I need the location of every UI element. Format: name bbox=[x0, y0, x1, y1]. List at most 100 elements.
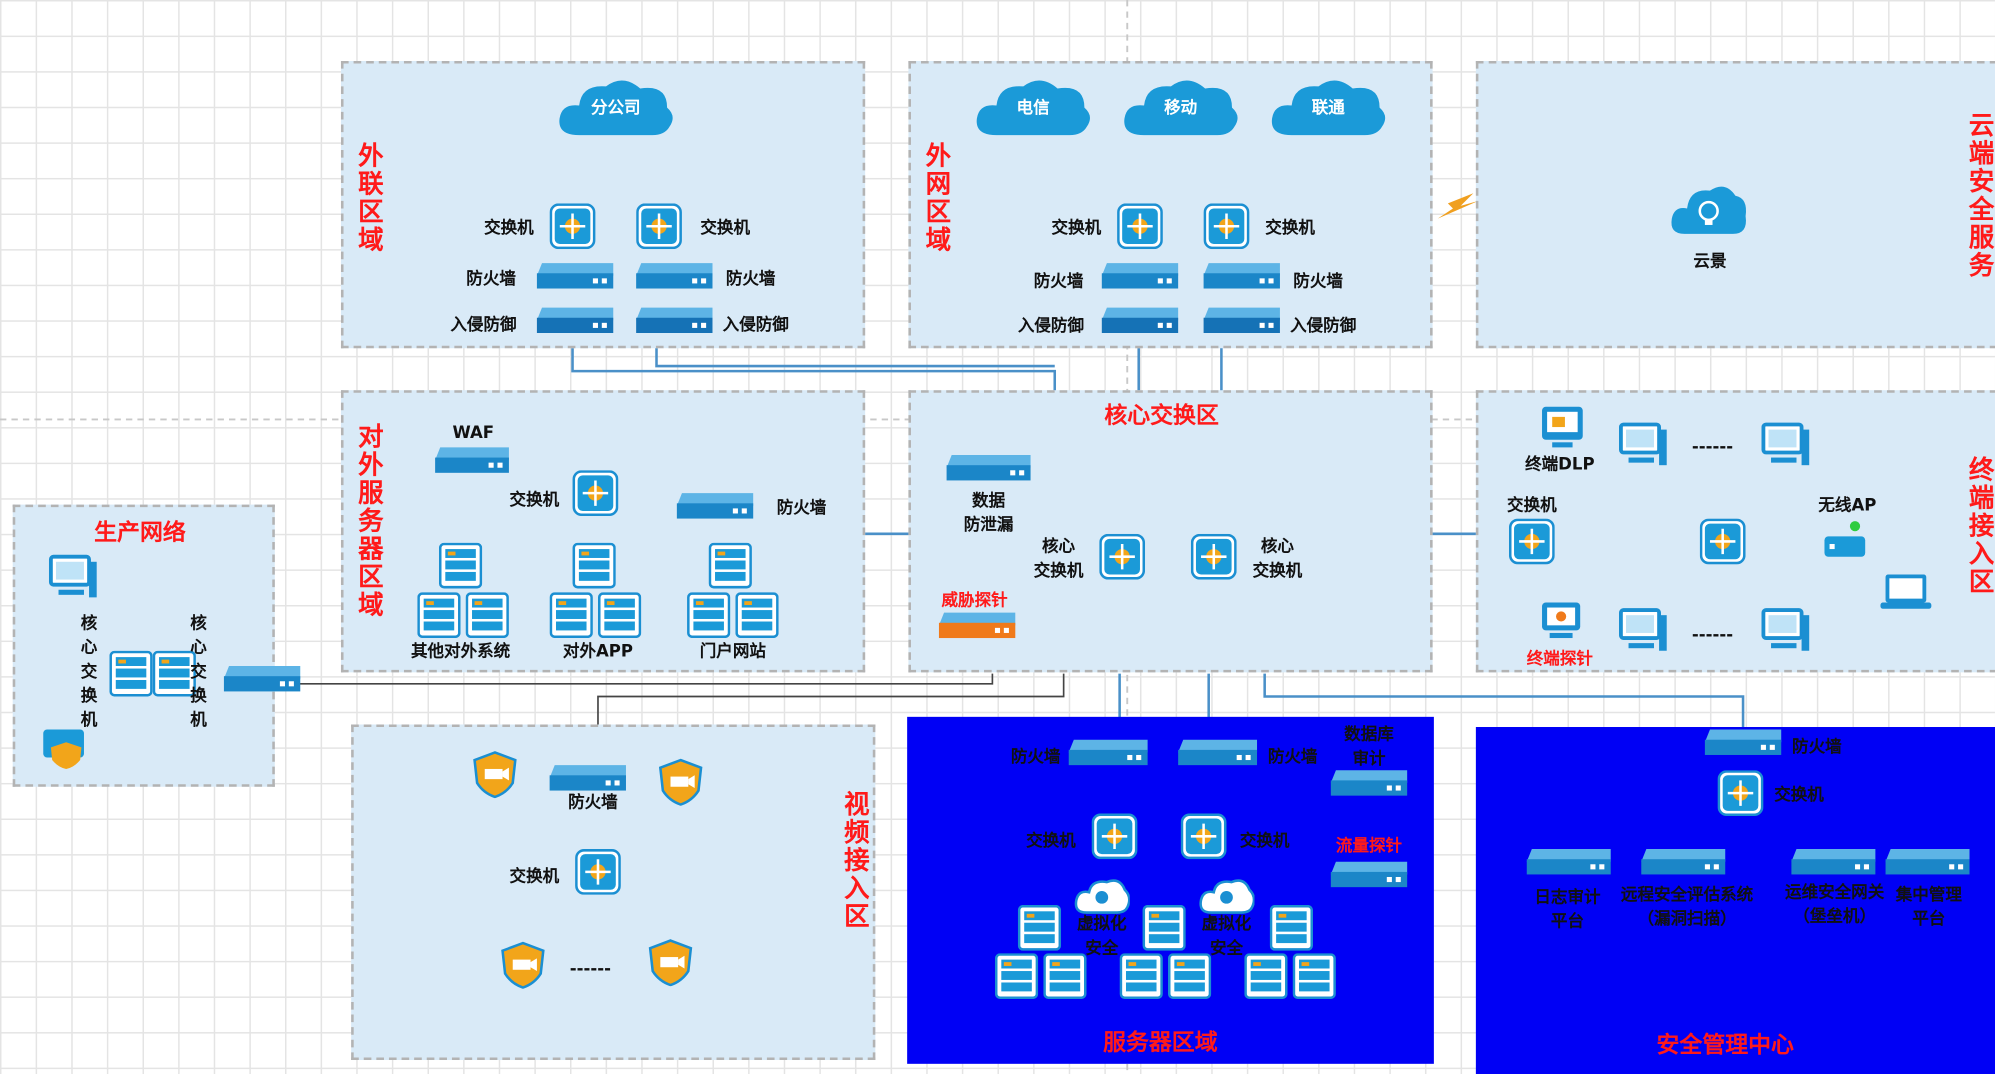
wireless-ap-icon bbox=[1822, 519, 1868, 565]
firewall-icon bbox=[936, 610, 1017, 646]
server-icon bbox=[1017, 904, 1062, 956]
server-icon bbox=[735, 592, 779, 643]
switch-icon bbox=[1190, 533, 1237, 585]
firewall-icon bbox=[1639, 846, 1728, 882]
switch-icon bbox=[1099, 533, 1146, 585]
device-label: 虚拟化 安全 bbox=[1076, 915, 1127, 959]
switch-icon bbox=[152, 650, 196, 702]
firewall-icon bbox=[547, 763, 628, 799]
cloud-label: 联通 bbox=[1311, 99, 1345, 119]
camera-shield-icon bbox=[499, 941, 547, 994]
lightning-icon bbox=[1437, 193, 1479, 219]
server-icon bbox=[438, 542, 483, 594]
firewall-icon bbox=[674, 491, 755, 527]
zone-title: 云端安全服务 bbox=[1964, 111, 1995, 280]
firewall-icon bbox=[1328, 859, 1409, 895]
virtualization-icon bbox=[1199, 877, 1256, 920]
server-icon bbox=[1167, 953, 1212, 1004]
device-label: 数据库 审计 bbox=[1344, 725, 1394, 769]
server-icon bbox=[687, 592, 731, 643]
device-label: 交换机 bbox=[1239, 831, 1290, 851]
cloud-label: 电信 bbox=[1016, 99, 1050, 119]
switch-icon bbox=[1508, 518, 1555, 570]
server-icon bbox=[1269, 904, 1314, 956]
terminal-probe-icon bbox=[1539, 600, 1582, 648]
camera-shield-icon bbox=[471, 750, 519, 803]
zone-title: 对外服务器区域 bbox=[353, 423, 385, 619]
device-label: ------ bbox=[569, 960, 611, 980]
cloud-label: 分公司 bbox=[590, 99, 641, 119]
firewall-icon bbox=[1883, 846, 1972, 882]
device-label: 交换机 bbox=[484, 219, 534, 239]
switch-icon bbox=[1117, 203, 1163, 254]
switch-icon bbox=[109, 650, 153, 702]
firewall-icon bbox=[534, 305, 615, 341]
server-icon bbox=[1043, 953, 1087, 1004]
switch-icon bbox=[549, 203, 596, 254]
device-label: 交换机 bbox=[1026, 831, 1076, 851]
switch-icon bbox=[572, 470, 619, 521]
firewall-icon bbox=[1099, 305, 1180, 341]
device-label: 防火墙 bbox=[1267, 747, 1318, 768]
device-label: 数据 防泄漏 bbox=[963, 491, 1014, 536]
device-label: 防火墙 bbox=[1010, 747, 1061, 768]
switch-icon bbox=[575, 849, 621, 900]
device-label: WAF bbox=[452, 423, 495, 443]
zone-title: 外联区域 bbox=[353, 142, 385, 255]
camera-shield-icon bbox=[657, 758, 705, 811]
device-label: 交换机 bbox=[1507, 496, 1557, 516]
cloud-branch: 分公司 bbox=[555, 74, 677, 138]
device-label: 防火墙 bbox=[725, 270, 776, 290]
device-label: 防火墙 bbox=[1033, 272, 1084, 292]
firewall-icon bbox=[1176, 737, 1260, 773]
device-label: 日志审计 平台 bbox=[1534, 888, 1601, 932]
switch-icon bbox=[636, 203, 682, 254]
server-icon bbox=[549, 592, 593, 643]
switch-icon bbox=[1180, 813, 1227, 864]
cloud-bulb-icon bbox=[1669, 178, 1748, 242]
zone-title: 服务器区域 bbox=[1103, 1029, 1218, 1057]
firewall-icon bbox=[534, 261, 615, 297]
zone-title: 终端接入区 bbox=[1964, 456, 1995, 597]
device-label: 防火墙 bbox=[1792, 737, 1842, 757]
device-label: 入侵防御 bbox=[722, 315, 789, 335]
firewall-icon bbox=[1789, 846, 1878, 882]
switch-icon bbox=[1717, 770, 1764, 821]
firewall-icon bbox=[944, 452, 1033, 488]
server-icon bbox=[1142, 904, 1186, 956]
zone-title: 视频接入区 bbox=[839, 790, 871, 931]
device-label: 防火墙 bbox=[568, 793, 618, 813]
device-label: 流量探针 bbox=[1335, 836, 1403, 857]
server-icon bbox=[994, 953, 1039, 1004]
device-label: 无线AP bbox=[1818, 496, 1877, 516]
device-label: 入侵防御 bbox=[450, 315, 517, 335]
firewall-icon bbox=[1099, 261, 1180, 297]
cloud-unicom: 联通 bbox=[1267, 74, 1389, 138]
device-label: 集中管理 平台 bbox=[1895, 885, 1962, 930]
computer-icon bbox=[48, 554, 99, 605]
cloud-label: 移动 bbox=[1164, 99, 1198, 119]
device-label: ------ bbox=[1691, 437, 1734, 457]
computer-icon bbox=[1761, 608, 1812, 659]
firewall-icon bbox=[634, 261, 715, 297]
camera-shield-icon bbox=[646, 938, 694, 991]
device-label: 交换机 bbox=[509, 867, 560, 887]
device-label: 交换机 bbox=[700, 219, 751, 239]
cloud-telecom: 电信 bbox=[972, 74, 1094, 138]
device-label: 对外APP bbox=[562, 642, 634, 662]
cloud-mobile: 移动 bbox=[1120, 74, 1242, 138]
computer-icon bbox=[1618, 608, 1669, 659]
device-label: 核 心 交 换 机 bbox=[190, 614, 207, 731]
device-label: 防火墙 bbox=[466, 270, 516, 290]
firewall-icon bbox=[1702, 727, 1783, 763]
computer-icon bbox=[1761, 422, 1812, 473]
laptop-icon bbox=[1878, 572, 1934, 618]
server-icon bbox=[1119, 953, 1163, 1004]
firewall-icon bbox=[1201, 305, 1282, 341]
device-label: 入侵防御 bbox=[1017, 317, 1085, 337]
server-icon bbox=[417, 592, 461, 643]
device-label: 入侵防御 bbox=[1290, 317, 1357, 337]
device-label: 交换机 bbox=[509, 491, 560, 511]
device-label: 远程安全评估系统 （漏洞扫描） bbox=[1620, 885, 1754, 930]
